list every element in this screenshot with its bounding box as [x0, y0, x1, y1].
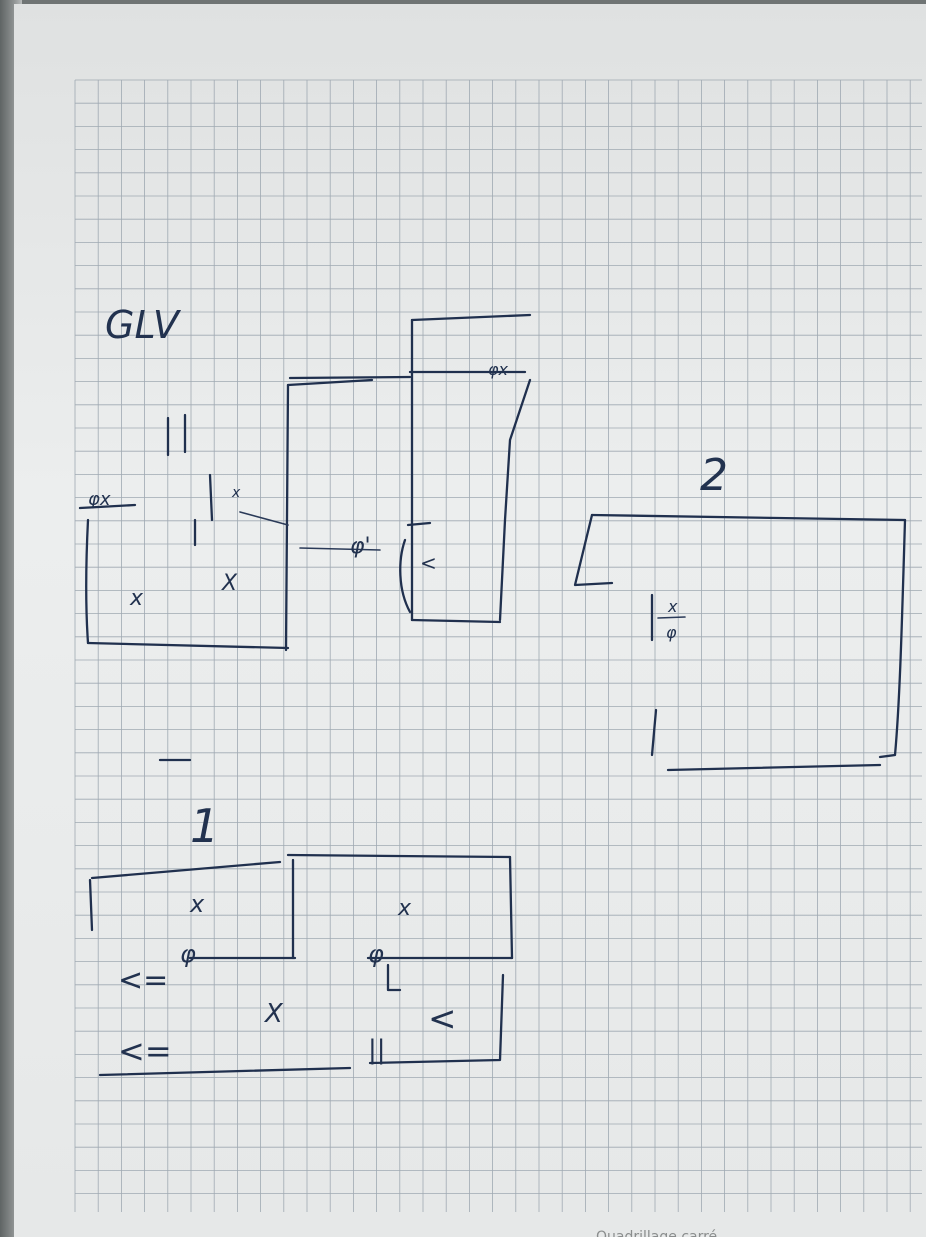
figure-1 — [88, 853, 514, 1077]
stroke — [650, 708, 658, 757]
stroke — [878, 518, 907, 759]
sketch-title: GLV — [105, 303, 182, 347]
fraction-numerator: x — [667, 597, 678, 616]
stroke — [288, 375, 412, 380]
stroke — [78, 503, 137, 510]
label-2: 2 — [700, 450, 728, 501]
mark-X: X — [221, 571, 238, 596]
stroke — [284, 383, 290, 652]
mark-X-1: X — [263, 999, 284, 1029]
mark-x: x — [129, 586, 144, 611]
mark-lteq-a: <= — [118, 963, 168, 998]
stroke — [590, 513, 907, 522]
mark-parallel: || — [368, 1035, 386, 1065]
fraction-denominator: φ — [666, 623, 677, 642]
stroke — [508, 855, 514, 960]
paper-watermark: Quadrillage carré — [596, 1229, 717, 1237]
stroke — [208, 473, 214, 522]
stroke — [406, 521, 432, 527]
stroke — [386, 963, 402, 992]
mark-phi-1a: φ — [180, 940, 196, 968]
stroke — [666, 763, 882, 772]
mark-gamma: < — [420, 551, 437, 575]
mark-phi-prime: φ' — [350, 534, 371, 559]
mark-phi-1b: φ — [368, 940, 384, 968]
mark-x-small: x — [231, 485, 241, 501]
stroke — [286, 378, 374, 387]
stroke — [368, 973, 505, 1065]
mark-x-1b: x — [397, 896, 412, 921]
mark-phi-top: φx — [488, 360, 509, 379]
stroke — [88, 878, 94, 932]
mark-lteq-b: <= — [118, 1032, 172, 1070]
label-1: 1 — [190, 799, 219, 853]
stroke — [286, 853, 512, 859]
stroke — [239, 511, 289, 526]
stroke — [399, 538, 412, 614]
mark-phi-x: φx — [88, 489, 111, 510]
stroke — [410, 313, 532, 322]
stroke — [498, 378, 532, 622]
mark-x-1a: x — [189, 890, 205, 918]
stroke — [299, 547, 381, 551]
figure-top-left — [78, 313, 532, 762]
stroke — [90, 860, 282, 880]
fraction-bar — [657, 616, 686, 619]
stroke — [573, 513, 614, 587]
figure-2 — [573, 513, 907, 772]
mark-lt-1: < — [428, 999, 457, 1039]
stroke — [98, 1066, 352, 1077]
stroke — [84, 518, 90, 645]
stroke — [86, 641, 290, 650]
stroke — [410, 618, 502, 624]
